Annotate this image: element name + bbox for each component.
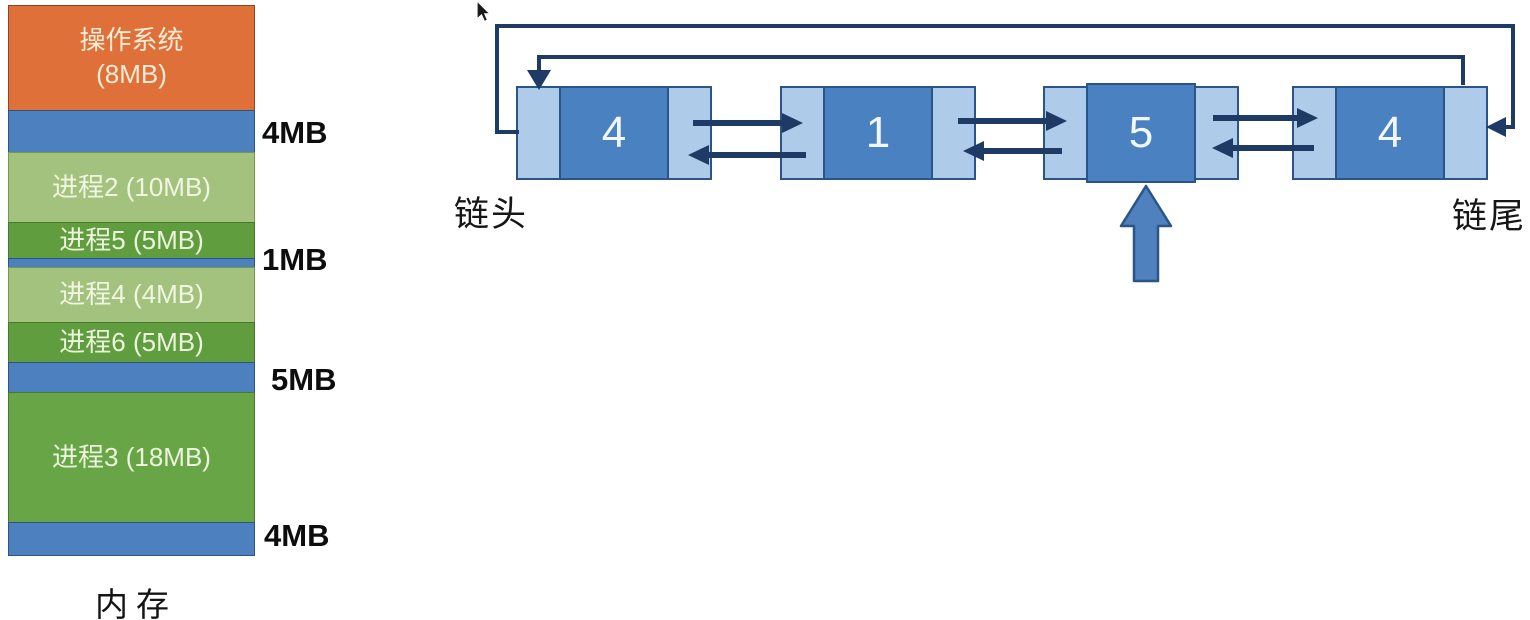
circular-next-link-line	[537, 55, 1465, 85]
memory-block-os: 操作系统 (8MB)	[8, 5, 255, 111]
free-size-label-1mb: 1MB	[262, 242, 328, 277]
memory-block-process5: 进程5 (5MB)	[8, 222, 255, 259]
list-node-3: 5	[1043, 83, 1239, 183]
memory-column: 操作系统 (8MB) 进程2 (10MB) 进程5 (5MB) 进程4 (4MB…	[8, 5, 255, 556]
node2-value: 1	[865, 108, 891, 157]
node3-next-pointer-cell	[1194, 86, 1239, 180]
free-size-label-5mb: 5MB	[271, 362, 337, 397]
node2-value-cell: 1	[823, 86, 933, 180]
node4-value: 4	[1377, 108, 1403, 157]
node1-value: 4	[601, 108, 627, 157]
memory-block-os-label: 操作系统	[79, 25, 184, 56]
mouse-cursor-icon	[476, 0, 492, 23]
node2-next-pointer-cell	[931, 86, 976, 180]
node4-prev-pointer-cell	[1292, 86, 1337, 180]
node4-next-pointer-cell	[1443, 86, 1488, 180]
node1-next-pointer-cell	[667, 86, 712, 180]
memory-block-free-4mb-b	[8, 522, 255, 556]
memory-caption: 内存	[95, 586, 177, 620]
memory-block-process3: 进程3 (18MB)	[8, 392, 255, 523]
memory-block-free-4mb-a	[8, 110, 255, 153]
memory-block-free-5mb	[8, 362, 255, 393]
free-size-label-4mb-a: 4MB	[262, 115, 328, 150]
free-size-label-4mb-b: 4MB	[264, 518, 330, 553]
node3-value: 5	[1128, 108, 1154, 157]
node3-prev-pointer-cell	[1043, 86, 1088, 180]
node1-value-cell: 4	[559, 86, 669, 180]
node4-value-cell: 4	[1335, 86, 1445, 180]
chain-head-label: 链头	[454, 195, 529, 234]
node1-prev-pointer-cell	[516, 86, 561, 180]
list-node-2: 1	[780, 86, 976, 180]
node2-prev-pointer-cell	[780, 86, 825, 180]
memory-block-process2: 进程2 (10MB)	[8, 152, 255, 223]
list-node-4: 4	[1292, 86, 1488, 180]
memory-block-process4: 进程4 (4MB)	[8, 267, 255, 323]
list-node-1: 4	[516, 86, 712, 180]
circular-prev-link-arrowhead-icon	[1486, 117, 1506, 137]
highlight-up-arrow-icon	[1119, 184, 1173, 283]
chain-tail-label: 链尾	[1452, 197, 1527, 236]
memory-block-process6: 进程6 (5MB)	[8, 322, 255, 363]
node3-value-cell: 5	[1086, 83, 1196, 183]
memory-block-os-size: (8MB)	[96, 59, 167, 89]
